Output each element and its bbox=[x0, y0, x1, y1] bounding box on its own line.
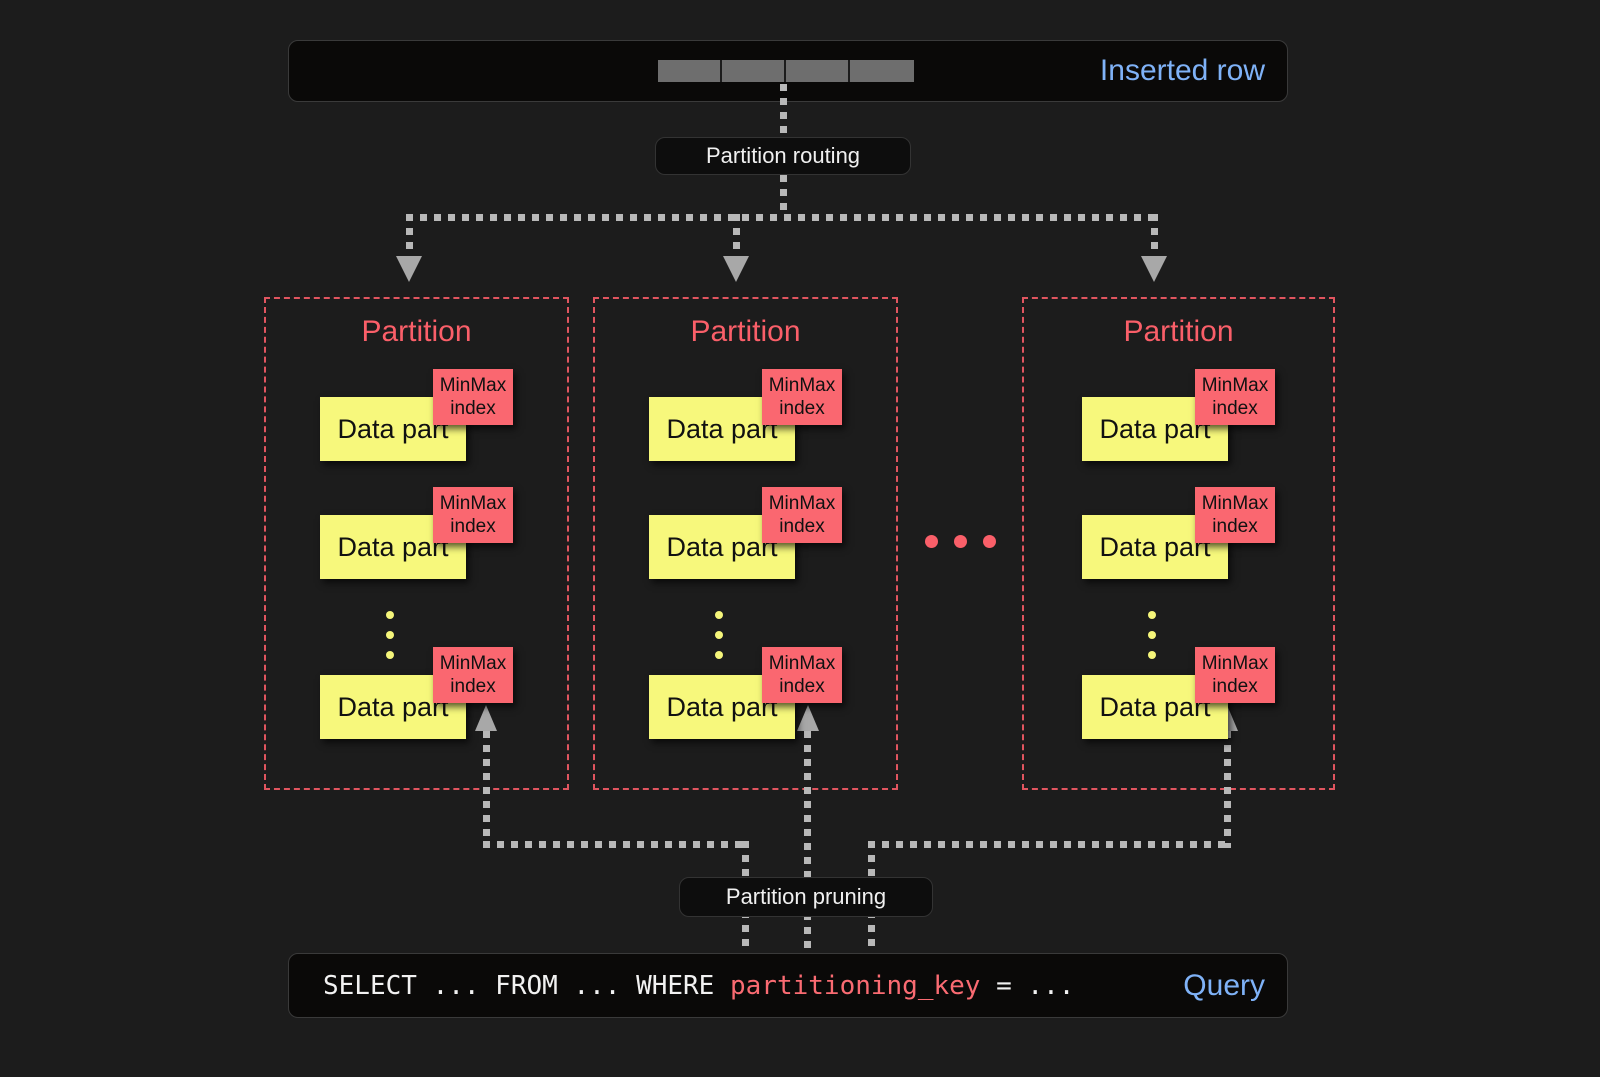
partition-ellipsis bbox=[925, 535, 996, 548]
data-part-vertical-ellipsis bbox=[715, 611, 723, 671]
connector-insert-to-routing bbox=[780, 84, 787, 136]
data-part-vertical-ellipsis bbox=[386, 611, 394, 671]
arrow-into-partition-3 bbox=[1141, 256, 1167, 282]
sql-prefix: SELECT ... FROM ... WHERE bbox=[323, 970, 730, 1001]
minmax-index-label: MinMax index bbox=[768, 375, 836, 419]
data-part-group: MinMax index Data part bbox=[649, 647, 849, 739]
data-part-group: MinMax index Data part bbox=[320, 647, 520, 739]
arrow-into-data-part-1 bbox=[475, 705, 497, 731]
data-part-group: MinMax index Data part bbox=[1082, 487, 1282, 579]
inserted-row-label: Inserted row bbox=[1099, 54, 1265, 87]
partition-container-2: Partition MinMax index Data part MinMax … bbox=[593, 297, 898, 790]
data-part-label: Data part bbox=[666, 531, 778, 562]
query-label: Query bbox=[1183, 968, 1265, 1002]
data-part-group: MinMax index Data part bbox=[649, 487, 849, 579]
data-part-group: MinMax index Data part bbox=[320, 369, 520, 461]
arrow-into-partition-2 bbox=[723, 256, 749, 282]
data-part-group: MinMax index Data part bbox=[649, 369, 849, 461]
arrow-into-partition-1 bbox=[396, 256, 422, 282]
connector-pruning-h-left bbox=[483, 841, 749, 848]
inserted-row-banner: Inserted row bbox=[288, 40, 1288, 102]
minmax-index-label: MinMax index bbox=[439, 493, 507, 537]
minmax-index-label: MinMax index bbox=[439, 375, 507, 419]
minmax-index-label: MinMax index bbox=[439, 653, 507, 697]
connector-bus-to-partition-1 bbox=[406, 214, 413, 262]
data-part-box: Data part bbox=[320, 397, 466, 461]
row-cell bbox=[850, 60, 914, 82]
connector-distribution-bus bbox=[406, 214, 1158, 221]
minmax-index-box: MinMax index bbox=[762, 647, 842, 703]
partition-routing-box[interactable]: Partition routing bbox=[655, 137, 911, 175]
minmax-index-box: MinMax index bbox=[762, 369, 842, 425]
minmax-index-box: MinMax index bbox=[1195, 487, 1275, 543]
minmax-index-box: MinMax index bbox=[762, 487, 842, 543]
data-part-label: Data part bbox=[337, 413, 449, 444]
minmax-index-label: MinMax index bbox=[1201, 375, 1269, 419]
minmax-index-label: MinMax index bbox=[1201, 653, 1269, 697]
row-cell bbox=[722, 60, 786, 82]
row-cell bbox=[658, 60, 722, 82]
inserted-row-cells bbox=[658, 60, 914, 82]
partition-routing-label: Partition routing bbox=[705, 143, 861, 168]
minmax-index-box: MinMax index bbox=[433, 487, 513, 543]
data-part-group: MinMax index Data part bbox=[1082, 369, 1282, 461]
data-part-vertical-ellipsis bbox=[1148, 611, 1156, 671]
arrow-into-data-part-2 bbox=[797, 705, 819, 731]
data-part-label: Data part bbox=[1099, 531, 1211, 562]
query-banner: SELECT ... FROM ... WHERE partitioning_k… bbox=[288, 953, 1288, 1018]
partition-title: Partition bbox=[690, 315, 801, 348]
sql-query-text: SELECT ... FROM ... WHERE partitioning_k… bbox=[323, 971, 1074, 1001]
data-part-label: Data part bbox=[337, 531, 449, 562]
minmax-index-box: MinMax index bbox=[433, 369, 513, 425]
connector-bus-to-partition-3 bbox=[1151, 214, 1158, 262]
data-part-group: MinMax index Data part bbox=[320, 487, 520, 579]
partition-pruning-box[interactable]: Partition pruning bbox=[679, 877, 933, 917]
connector-bus-to-partition-2 bbox=[733, 214, 740, 262]
partition-pruning-label: Partition pruning bbox=[725, 884, 887, 909]
row-cell bbox=[786, 60, 850, 82]
data-part-label: Data part bbox=[1099, 413, 1211, 444]
data-part-label: Data part bbox=[666, 413, 778, 444]
data-part-label: Data part bbox=[1099, 691, 1211, 722]
data-part-label: Data part bbox=[337, 691, 449, 722]
minmax-index-label: MinMax index bbox=[768, 493, 836, 537]
connector-pruning-up-3 bbox=[1224, 731, 1231, 848]
minmax-index-label: MinMax index bbox=[1201, 493, 1269, 537]
partition-container-1: Partition MinMax index Data part MinMax … bbox=[264, 297, 569, 790]
connector-pruning-h-right bbox=[868, 841, 1231, 848]
connector-pruning-up-2 bbox=[804, 731, 811, 948]
partition-title: Partition bbox=[1123, 315, 1234, 348]
data-part-label: Data part bbox=[666, 691, 778, 722]
connector-routing-to-bus bbox=[780, 175, 787, 217]
minmax-index-box: MinMax index bbox=[1195, 647, 1275, 703]
partition-title: Partition bbox=[361, 315, 472, 348]
partition-container-3: Partition MinMax index Data part MinMax … bbox=[1022, 297, 1335, 790]
minmax-index-box: MinMax index bbox=[1195, 369, 1275, 425]
sql-suffix: = ... bbox=[980, 970, 1075, 1001]
minmax-index-box: MinMax index bbox=[433, 647, 513, 703]
minmax-index-label: MinMax index bbox=[768, 653, 836, 697]
sql-partitioning-key: partitioning_key bbox=[730, 970, 981, 1001]
connector-pruning-up-1 bbox=[483, 731, 490, 848]
data-part-group: MinMax index Data part bbox=[1082, 647, 1282, 739]
